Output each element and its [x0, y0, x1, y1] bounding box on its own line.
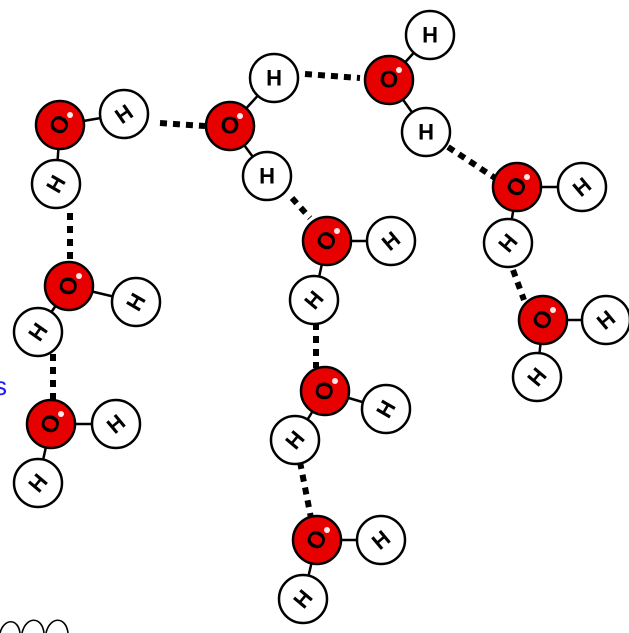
- hydrogen-atom: H: [12, 306, 64, 358]
- hydrogen-atom: H: [404, 9, 456, 61]
- hydrogen-bond: [304, 71, 361, 81]
- oxygen-atom: O: [25, 398, 77, 450]
- hydrogen-atom: H: [90, 398, 142, 450]
- oxygen-atom: O: [204, 100, 256, 152]
- hydrogen-bond: [159, 120, 206, 129]
- hydrogen-atom: H: [248, 52, 300, 104]
- oxygen-atom: O: [43, 260, 95, 312]
- hydrogen-atom: H: [360, 383, 412, 435]
- oxygen-atom: O: [363, 54, 415, 106]
- hydrogen-atom: H: [12, 457, 64, 509]
- edge-glyph-fragment: s: [0, 371, 7, 401]
- hydrogen-atom: H: [30, 158, 82, 210]
- hydrogen-atom: H: [277, 573, 329, 625]
- oxygen-atoms: O O O O O O O O O O: [25, 54, 569, 566]
- svg-text:H: H: [418, 120, 434, 145]
- hydrogen-atoms: H H H H H H H H H H H H H H H H H H H H: [12, 9, 629, 625]
- hydrogen-atom: H: [556, 161, 608, 213]
- hydrogen-bonds: [50, 71, 527, 519]
- hydrogen-atom: H: [98, 88, 150, 140]
- svg-text:O: O: [221, 113, 240, 140]
- hydrogen-atom: H: [355, 514, 407, 566]
- oxygen-atom: O: [299, 365, 351, 417]
- hydrogen-atom: H: [580, 294, 629, 346]
- oxygen-atom: O: [301, 215, 353, 267]
- oxygen-atom: O: [517, 294, 569, 346]
- svg-text:H: H: [259, 164, 275, 189]
- hydrogen-atom: H: [511, 351, 563, 403]
- hydrogen-atom: H: [269, 414, 321, 466]
- hydrogen-bond: [289, 195, 313, 221]
- oxygen-atom: O: [291, 514, 343, 566]
- hydrogen-atom: H: [110, 276, 162, 328]
- hydrogen-bond: [446, 144, 497, 181]
- edge-curl-fragment: [0, 619, 69, 633]
- svg-text:H: H: [266, 66, 282, 91]
- svg-text:O: O: [54, 274, 84, 297]
- hydrogen-atom: H: [400, 106, 452, 158]
- oxygen-atom: O: [34, 99, 86, 151]
- hydrogen-bond: [510, 268, 527, 302]
- hydrogen-bond: [297, 461, 314, 519]
- hydrogen-atom: H: [365, 215, 417, 267]
- hydrogen-atom: H: [288, 274, 340, 326]
- svg-text:O: O: [380, 67, 399, 94]
- hydrogen-atom: H: [241, 150, 293, 202]
- svg-text:H: H: [422, 23, 438, 48]
- svg-text:O: O: [310, 379, 340, 402]
- oxygen-atom: O: [491, 161, 543, 213]
- hydrogen-atom: H: [482, 217, 534, 269]
